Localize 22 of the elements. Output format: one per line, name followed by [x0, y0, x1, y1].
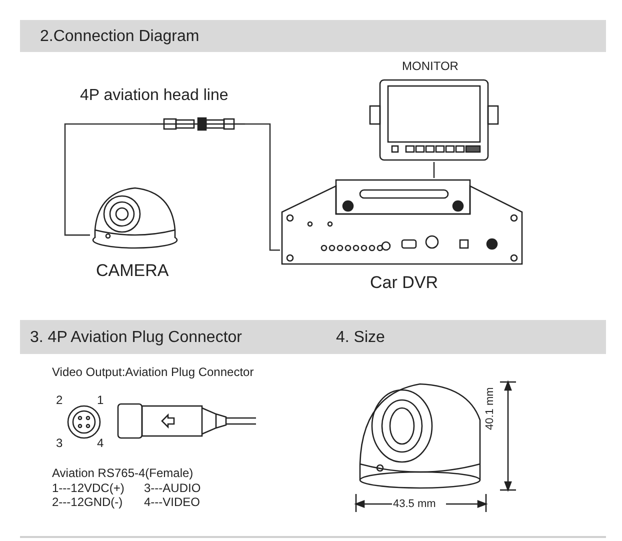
connector-caption: 4P aviation head line [80, 87, 228, 105]
connector-type-text: Aviation RS765-4(Female) [52, 467, 194, 480]
cable-line [245, 123, 280, 251]
caption-text: Video Output:Aviation Plug Connector [52, 366, 254, 380]
pin-assignment: 1---12VDC(+) [52, 482, 124, 496]
device-caption: CAMERA [96, 262, 169, 281]
cable-line [64, 123, 150, 236]
cable-line [433, 162, 435, 178]
device-caption: Car DVR [370, 274, 438, 293]
pin-number: 3 [56, 437, 63, 450]
pin-assignment: 4---VIDEO [144, 496, 200, 510]
device-caption: MONITOR [402, 60, 458, 74]
pin-number: 4 [97, 437, 104, 450]
dimension-value: 40.1 mm [484, 387, 496, 430]
pin-assignment: 3---AUDIO [144, 482, 201, 496]
section-heading: 2.Connection Diagram [40, 28, 200, 46]
pin-number: 1 [97, 394, 104, 408]
dimension-value: 43.5 mm [393, 498, 436, 510]
section-heading: 3. 4P Aviation Plug Connector [30, 329, 242, 347]
pin-assignment: 2---12GND(-) [52, 496, 123, 510]
section-heading: 4. Size [336, 329, 385, 347]
pin-number: 2 [56, 394, 63, 408]
